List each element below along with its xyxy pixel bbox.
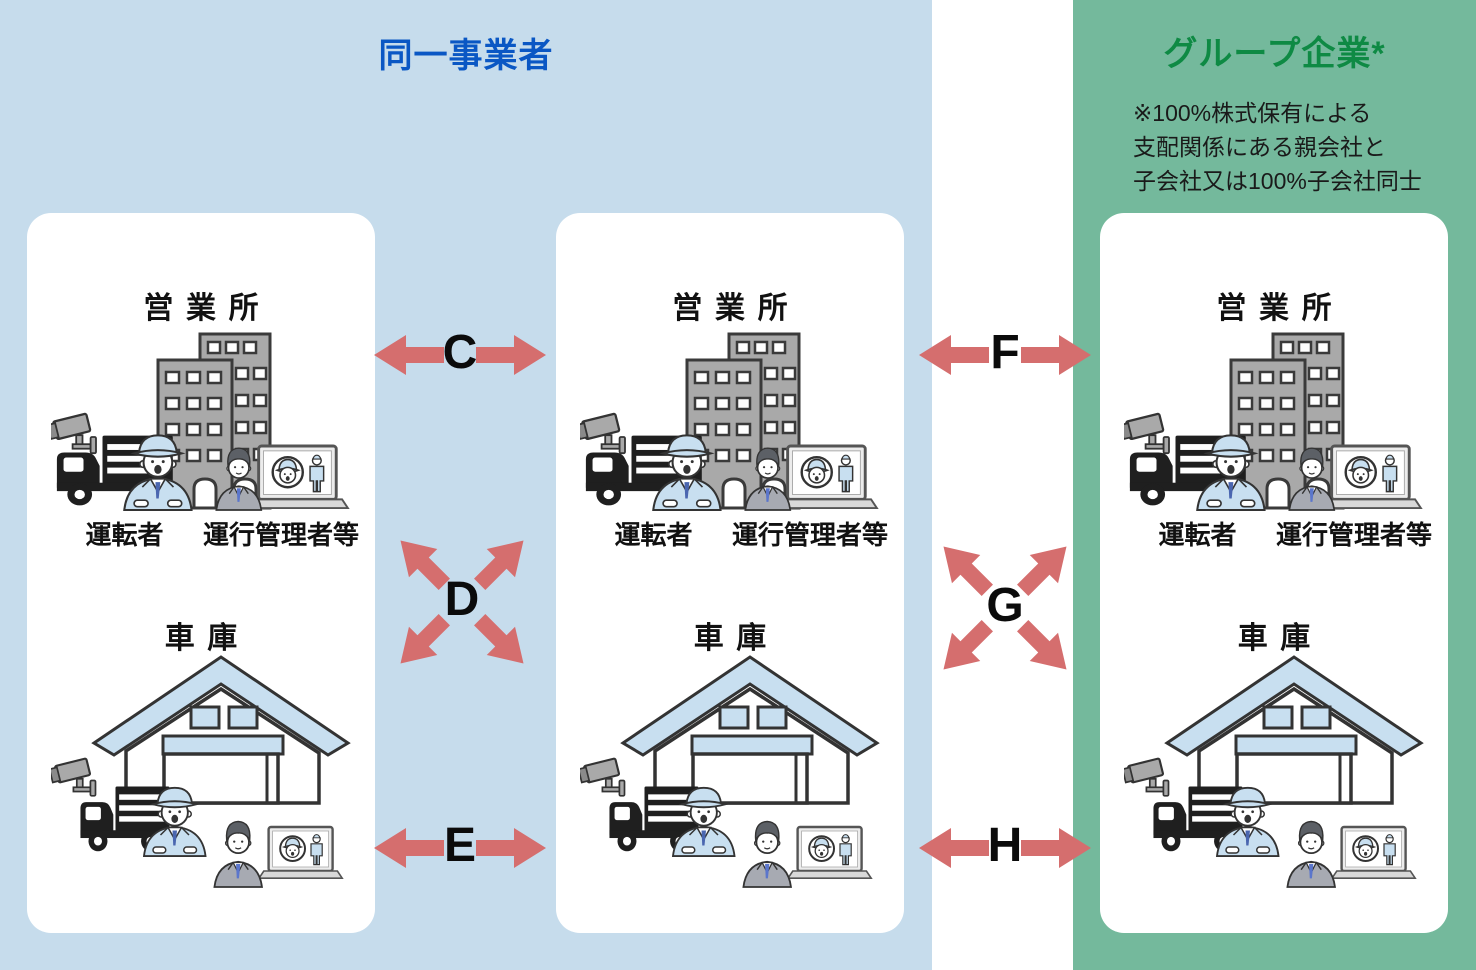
link-F-label: F — [990, 326, 1020, 380]
site-card-1: 営業所 運転者 運行管理者等 車庫 — [27, 213, 375, 933]
group-company-footnote: ※100%株式保有による 支配関係にある親会社と 子会社又は100%子会社同士 — [1133, 96, 1463, 198]
footnote-line-2: 支配関係にある親会社と — [1133, 134, 1386, 160]
office-title: 営業所 — [1216, 292, 1345, 325]
link-H-label: H — [987, 819, 1023, 873]
garage-title: 車庫 — [693, 622, 779, 655]
link-D-arrow: D — [370, 510, 554, 694]
garage-title: 車庫 — [164, 622, 250, 655]
manager-label: 運行管理者等 — [731, 520, 888, 550]
manager-label: 運行管理者等 — [202, 520, 359, 550]
garage-scene — [580, 651, 880, 889]
link-E-label: E — [443, 819, 476, 873]
office-scene — [1124, 330, 1424, 512]
footnote-line-1: ※100%株式保有による — [1133, 100, 1372, 126]
office-scene — [51, 330, 351, 512]
group-company-title: グループ企業* — [1163, 35, 1386, 73]
manager-label: 運行管理者等 — [1275, 520, 1432, 550]
driver-label: 運転者 — [85, 520, 164, 550]
office-scene — [580, 330, 880, 512]
link-G-arrow: G — [913, 516, 1097, 700]
link-G-label: G — [986, 579, 1024, 633]
link-D-label: D — [444, 573, 480, 627]
link-H-arrow: H — [919, 819, 1091, 873]
footnote-line-3: 子会社又は100%子会社同士 — [1133, 168, 1422, 194]
garage-scene — [51, 651, 351, 889]
link-E-arrow: E — [374, 819, 546, 873]
office-title: 営業所 — [143, 292, 272, 325]
same-operator-title: 同一事業者 — [378, 37, 554, 75]
driver-label: 運転者 — [1158, 520, 1237, 550]
office-title: 営業所 — [672, 292, 801, 325]
site-card-3: 営業所 運転者 運行管理者等 車庫 — [1100, 213, 1448, 933]
garage-title: 車庫 — [1237, 622, 1323, 655]
site-card-2: 営業所 運転者 運行管理者等 車庫 — [556, 213, 904, 933]
garage-scene — [1124, 651, 1424, 889]
link-F-arrow: F — [919, 326, 1091, 380]
link-C-label: C — [442, 326, 478, 380]
driver-label: 運転者 — [614, 520, 693, 550]
link-C-arrow: C — [374, 326, 546, 380]
